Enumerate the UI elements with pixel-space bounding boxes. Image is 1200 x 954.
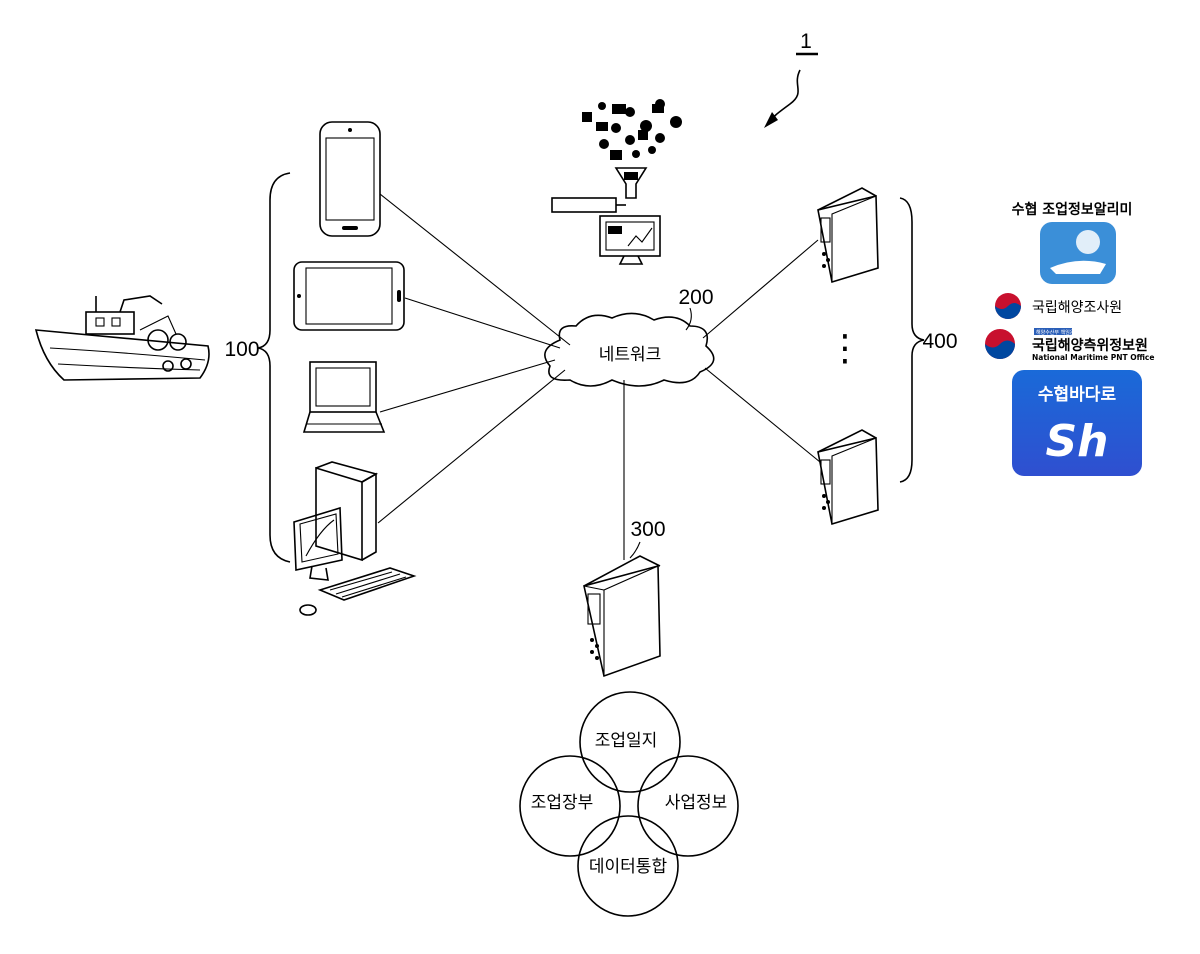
org1-emblem-icon bbox=[995, 293, 1021, 319]
app2-mark: Sh bbox=[1045, 416, 1108, 467]
smartphone-icon bbox=[320, 122, 380, 236]
server-ref-label: 300 bbox=[630, 518, 665, 541]
external-brace bbox=[900, 198, 924, 482]
external-server-icon-bottom bbox=[818, 430, 878, 524]
org2-emblem-icon bbox=[985, 329, 1015, 359]
clients-brace bbox=[258, 173, 290, 562]
tablet-icon bbox=[294, 262, 404, 330]
network-cloud: 네트워크 200 bbox=[545, 286, 714, 386]
external-ref-label: 400 bbox=[922, 330, 957, 353]
data-venn-diagram: 조업일지 조업장부 사업정보 데이터통합 bbox=[520, 692, 738, 916]
big-data-analytics-icon bbox=[552, 99, 682, 264]
figure-number: 1 bbox=[800, 30, 812, 53]
venn-label-right: 사업정보 bbox=[665, 793, 728, 813]
partner-logos: 수협 조업정보알리미 국립해양조사원 해양수산부 책임운영기관 국립해양측위정보… bbox=[985, 201, 1154, 476]
app1-logo-icon bbox=[1040, 222, 1116, 284]
venn-label-left: 조업장부 bbox=[531, 793, 594, 813]
more-servers-ellipsis: ⋮ bbox=[827, 328, 863, 369]
org2-name: 국립해양측위정보원 bbox=[1032, 337, 1148, 354]
laptop-icon bbox=[304, 362, 384, 432]
org2-english-name: National Maritime PNT Office bbox=[1032, 353, 1154, 362]
clients-ref-label: 100 bbox=[224, 338, 259, 361]
app1-title: 수협 조업정보알리미 bbox=[1012, 201, 1133, 218]
network-label: 네트워크 bbox=[599, 345, 662, 365]
venn-label-top: 조업일지 bbox=[595, 731, 658, 751]
external-server-icon-top bbox=[818, 188, 878, 282]
network-connections bbox=[378, 194, 820, 560]
fishing-ship-icon bbox=[36, 296, 209, 380]
desktop-computer-icon bbox=[294, 462, 414, 615]
app2-title: 수협바다로 bbox=[1038, 384, 1117, 405]
org1-name: 국립해양조사원 bbox=[1032, 300, 1122, 316]
main-server-icon: 300 bbox=[584, 518, 666, 676]
venn-label-bottom: 데이터통합 bbox=[589, 857, 668, 877]
org2-tag: 해양수산부 책임운영기관 bbox=[1036, 329, 1089, 336]
network-ref-label: 200 bbox=[678, 286, 713, 309]
